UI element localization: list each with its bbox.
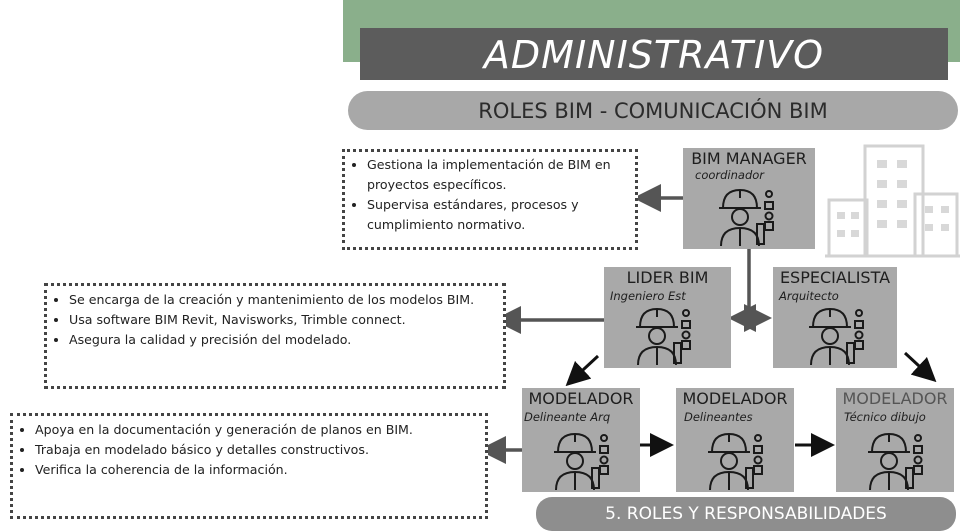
note-item: Se encarga de la creación y mantenimient… bbox=[69, 290, 499, 310]
note-item: Usa software BIM Revit, Navisworks, Trim… bbox=[69, 310, 499, 330]
role-subtitle: Técnico dibujo bbox=[844, 410, 926, 424]
role-modelador-3: MODELADOR Técnico dibujo bbox=[836, 388, 954, 492]
role-subtitle: Ingeniero Est bbox=[610, 289, 686, 303]
note-lider-bim: Se encarga de la creación y mantenimient… bbox=[44, 283, 506, 389]
note-bim-manager: Gestiona la implementación de BIM en pro… bbox=[342, 149, 638, 250]
note-item: Verifica la coherencia de la información… bbox=[35, 460, 481, 480]
page-title: ADMINISTRATIVO bbox=[360, 28, 948, 80]
role-title: MODELADOR bbox=[682, 389, 788, 408]
role-title: ESPECIALISTA bbox=[779, 268, 891, 287]
note-modelador: Apoya en la documentación y generación d… bbox=[10, 413, 488, 519]
note-item: Asegura la calidad y precisión del model… bbox=[69, 330, 499, 350]
role-especialista: ESPECIALISTA Arquitecto bbox=[773, 267, 897, 368]
role-modelador-1: MODELADOR Delineante Arq bbox=[522, 388, 640, 492]
note-item: Apoya en la documentación y generación d… bbox=[35, 420, 481, 440]
role-subtitle: coordinador bbox=[695, 168, 765, 182]
role-subtitle: Delineantes bbox=[684, 410, 753, 424]
role-subtitle: Delineante Arq bbox=[524, 410, 611, 424]
role-title: BIM MANAGER bbox=[691, 149, 807, 168]
worker-icon bbox=[803, 303, 875, 367]
worker-icon bbox=[548, 428, 620, 492]
note-item: Supervisa estándares, procesos y cumplim… bbox=[367, 195, 631, 235]
role-subtitle: Arquitecto bbox=[779, 289, 839, 303]
role-title: MODELADOR bbox=[842, 389, 948, 408]
arrow-especialista-to-modelador bbox=[903, 351, 937, 383]
role-modelador-2: MODELADOR Delineantes bbox=[676, 388, 794, 492]
worker-icon bbox=[630, 303, 702, 367]
worker-icon bbox=[862, 428, 934, 492]
note-item: Gestiona la implementación de BIM en pro… bbox=[367, 155, 631, 195]
role-title: LIDER BIM bbox=[626, 268, 709, 287]
role-title: MODELADOR bbox=[528, 389, 634, 408]
role-bim-manager: BIM MANAGER coordinador bbox=[683, 148, 815, 249]
section-footer-label: 5. ROLES Y RESPONSABILIDADES bbox=[536, 497, 956, 531]
arrow-lider-to-modelador bbox=[565, 354, 600, 387]
page-subtitle: ROLES BIM - COMUNICACIÓN BIM bbox=[348, 91, 958, 130]
worker-icon bbox=[702, 428, 774, 492]
worker-icon bbox=[713, 184, 785, 248]
note-item: Trabaja en modelado básico y detalles co… bbox=[35, 440, 481, 460]
building-icon bbox=[825, 144, 960, 258]
role-lider-bim: LIDER BIM Ingeniero Est bbox=[604, 267, 731, 368]
